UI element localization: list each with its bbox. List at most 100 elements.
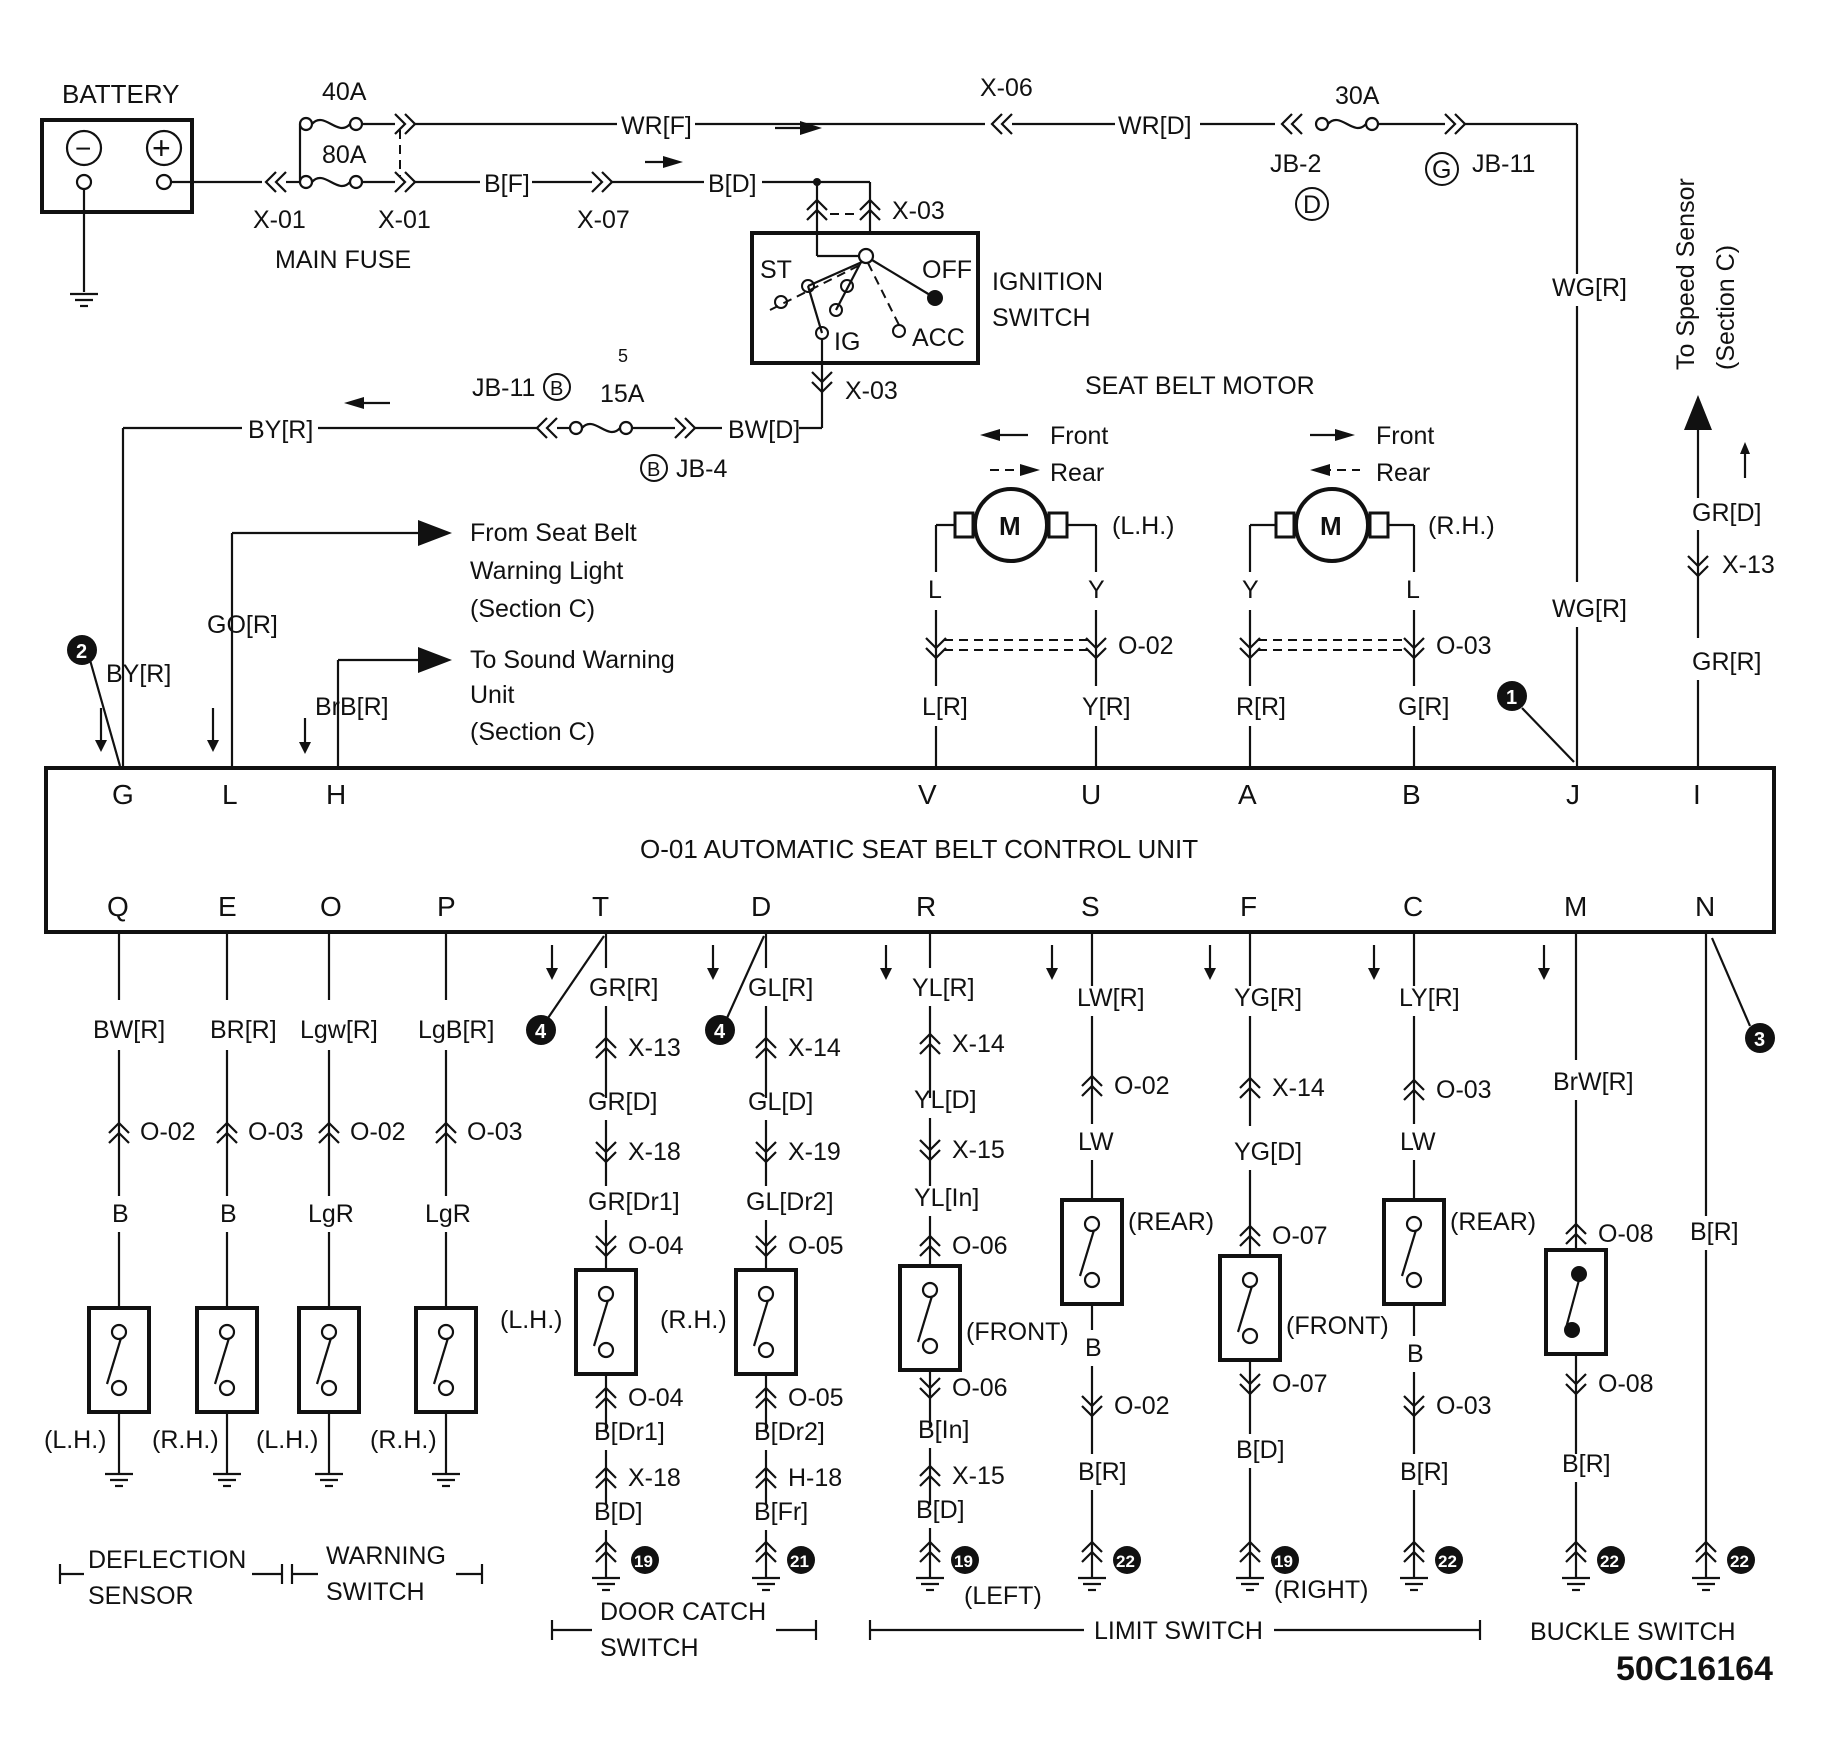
- to-sound-warning-3: (Section C): [470, 718, 595, 746]
- top-wr-wire: WR[F] X-06 WR[D] 30A JB-2 D G JB-11 WG[R…: [415, 74, 1627, 768]
- door-catch-switches: GR[R] X-13 GR[D] X-18 GR[Dr1] O-04 (L.H.…: [500, 932, 844, 1592]
- speed-sensor-line2: (Section C): [1712, 245, 1740, 370]
- r-wire-4: B[In]: [918, 1416, 969, 1444]
- callout-4a-text: 4: [535, 1021, 547, 1043]
- fuse15-jb11-letter: B: [550, 378, 563, 400]
- motor-lh-side: (L.H.): [1112, 512, 1175, 540]
- n-ground-num: 22: [1730, 1552, 1749, 1571]
- motor-lh-front: Front: [1050, 422, 1108, 450]
- f-ground-num: 19: [1274, 1552, 1293, 1571]
- d-conn-4: O-05: [788, 1384, 844, 1412]
- o-ground-icon: [313, 1472, 345, 1488]
- main-fuse-label: MAIN FUSE: [275, 246, 411, 274]
- q-ground-icon: [103, 1472, 135, 1488]
- callout-1-text: 1: [1506, 687, 1517, 709]
- callout-4b-text: 4: [714, 1021, 726, 1043]
- c-conn-1: O-03: [1436, 1076, 1492, 1104]
- p-conn-1: O-03: [467, 1118, 523, 1146]
- f-wire-3: B[D]: [1236, 1436, 1285, 1464]
- r-wire-1: YL[R]: [912, 974, 975, 1002]
- door-catch-switch-rh-icon: [734, 1268, 798, 1376]
- r-conn-5: X-15: [952, 1462, 1005, 1490]
- f-conn-3: O-07: [1272, 1370, 1328, 1398]
- deflection-sensor-rh-icon: [195, 1306, 259, 1414]
- wire-wg-r-2: WG[R]: [1552, 595, 1627, 623]
- control-unit-bottom-pins: Q E O P T D R S F C M N: [107, 891, 1715, 922]
- d-wire-4: B[Dr2]: [754, 1418, 825, 1446]
- p-wire-1: LgB[R]: [418, 1016, 494, 1044]
- diagram-code: 50C16164: [1616, 1650, 1773, 1688]
- ignition-label-1: IGNITION: [992, 268, 1103, 296]
- motor-lh-l: L: [928, 576, 942, 604]
- d-side: (R.H.): [660, 1306, 727, 1334]
- wire-by-r-g: BY[R]: [106, 660, 171, 688]
- from-warning-light-2: Warning Light: [470, 557, 623, 585]
- fuse15-jb11-label: JB-11: [472, 374, 535, 402]
- pin-q: Q: [107, 891, 129, 922]
- e-wire-1: BR[R]: [210, 1016, 277, 1044]
- t-ground-num: 19: [634, 1552, 653, 1571]
- x07-label: X-07: [577, 206, 630, 234]
- limit-switch-right-rear-icon: [1382, 1198, 1446, 1306]
- x03-top-label: X-03: [892, 197, 945, 225]
- fuse15-jb4-label: JB-4: [676, 455, 728, 483]
- motor-rh-m: M: [1320, 511, 1342, 541]
- d-wire-2: GL[D]: [748, 1088, 813, 1116]
- speed-sensor-line1: To Speed Sensor: [1672, 178, 1700, 370]
- r-ground-num: 19: [954, 1552, 973, 1571]
- pin-c: C: [1403, 891, 1423, 922]
- r-conn-1: X-14: [952, 1030, 1005, 1058]
- n-ground-icon: [1690, 1576, 1722, 1592]
- d-ground-icon: [750, 1576, 782, 1592]
- group-buckle: BUCKLE SWITCH: [1530, 1618, 1736, 1646]
- m-wire-1: BrW[R]: [1553, 1068, 1634, 1096]
- jb2-letter: D: [1303, 191, 1321, 219]
- ignition-ig: IG: [834, 328, 860, 356]
- x01-left-label: X-01: [253, 206, 306, 234]
- group-warning-2: SWITCH: [326, 1578, 425, 1606]
- m-conn-2: O-08: [1598, 1370, 1654, 1398]
- group-door-1: DOOR CATCH: [600, 1598, 766, 1626]
- t-conn-5: X-18: [628, 1464, 681, 1492]
- t-wire-3: GR[Dr1]: [588, 1188, 680, 1216]
- control-unit-top-pins: G L H V U A B J I: [112, 779, 1701, 810]
- f-wire-1: YG[R]: [1234, 984, 1302, 1012]
- p-wire-2: LgR: [425, 1200, 471, 1228]
- o-wire-1: Lgw[R]: [300, 1016, 378, 1044]
- seat-motor-title: SEAT BELT MOTOR: [1085, 372, 1315, 400]
- t-wire-2: GR[D]: [588, 1088, 657, 1116]
- main-fuse: 40A 80A X-01 X-01 MAIN FUSE: [171, 78, 431, 274]
- group-deflection-2: SENSOR: [88, 1582, 194, 1610]
- x13-speed-label: X-13: [1722, 551, 1775, 579]
- o02-motor-label: O-02: [1118, 632, 1174, 660]
- c-side: (REAR): [1450, 1208, 1536, 1236]
- limit-switch-right-rear: LY[R] O-03 LW (REAR) B O-03 B[R] 22: [1368, 932, 1536, 1592]
- deflection-warning-switches: BW[R] O-02 B (L.H.) BR[R] O-03 B (R.H.) …: [44, 932, 523, 1488]
- pin-h: H: [326, 779, 346, 810]
- wire-bw-d: BW[D]: [728, 416, 800, 444]
- fuse-40a-icon: [298, 116, 364, 132]
- f-conn-1: X-14: [1272, 1074, 1325, 1102]
- r-conn-4: O-06: [952, 1374, 1008, 1402]
- r-side: (FRONT): [966, 1318, 1069, 1346]
- x01-right-label: X-01: [378, 206, 431, 234]
- from-warning-light-3: (Section C): [470, 595, 595, 623]
- m-wire-2: B[R]: [1562, 1450, 1611, 1478]
- wire-go-r: GO[R]: [207, 611, 278, 639]
- group-door-2: SWITCH: [600, 1634, 699, 1662]
- pin-p: P: [437, 891, 456, 922]
- t-wire-1: GR[R]: [589, 974, 658, 1002]
- seat-belt-motor: SEAT BELT MOTOR Front Rear M (L.H.) L Y …: [922, 372, 1495, 768]
- ignition-st: ST: [760, 256, 792, 284]
- motor-lh-rear: Rear: [1050, 459, 1104, 487]
- n-ground-wire: B[R] 22 3: [1690, 932, 1775, 1592]
- pin-n: N: [1695, 891, 1715, 922]
- e-wire-2: B: [220, 1200, 237, 1228]
- wire-wg-r-1: WG[R]: [1552, 274, 1627, 302]
- c-wire-4: B[R]: [1400, 1458, 1449, 1486]
- limit-switch-right-front-icon: [1218, 1254, 1282, 1362]
- motor-lh-y: Y: [1088, 576, 1105, 604]
- pin-v: V: [918, 779, 937, 810]
- jb11-letter: G: [1432, 156, 1451, 184]
- ignition-off: OFF: [922, 256, 972, 284]
